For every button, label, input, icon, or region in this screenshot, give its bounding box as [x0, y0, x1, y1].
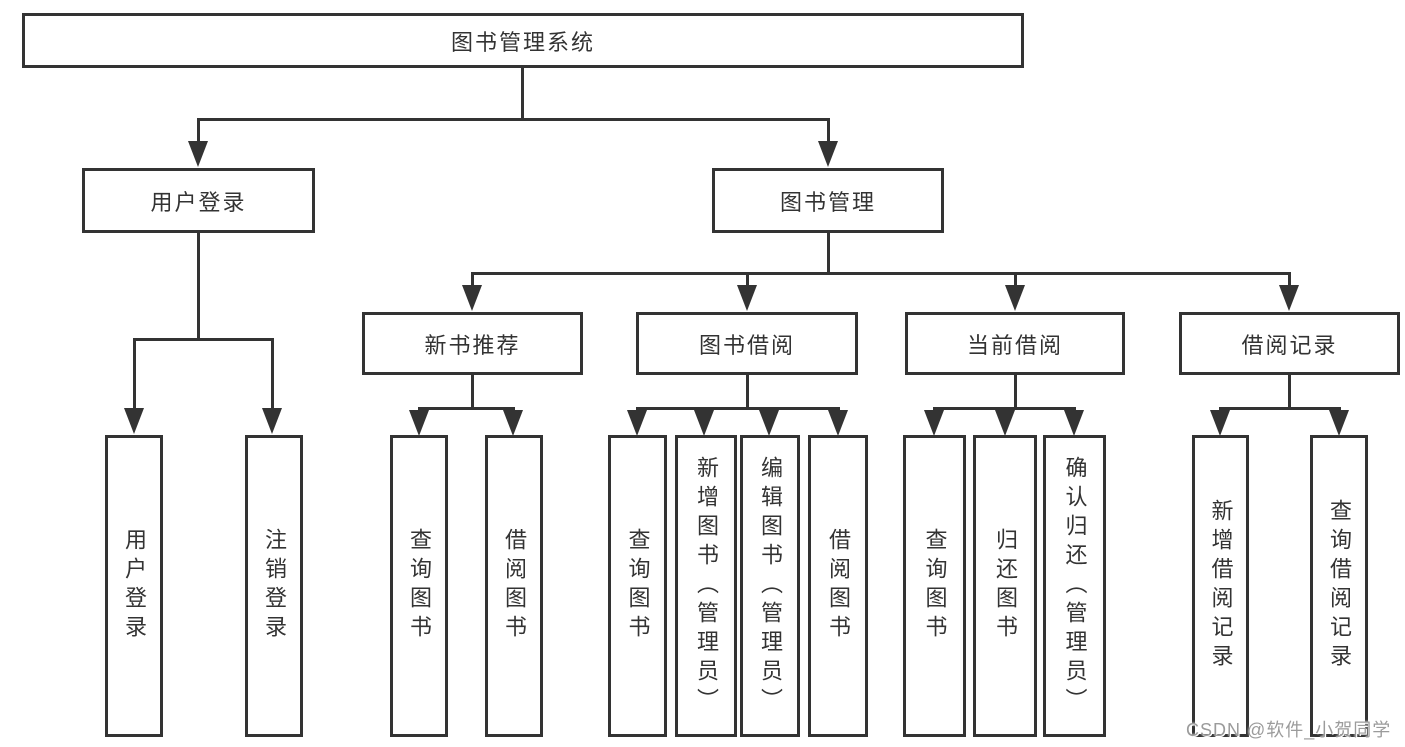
connector-line — [521, 68, 524, 120]
connector-arrow — [503, 410, 523, 436]
connector-arrow — [995, 410, 1015, 436]
connector-line — [1288, 375, 1291, 409]
connector-line — [746, 375, 749, 409]
connector-arrow — [462, 285, 482, 311]
connector-line — [1288, 272, 1291, 287]
node-query-book-recommend: 查询图书 — [390, 435, 448, 737]
connector-arrow — [828, 410, 848, 436]
connector-arrow — [1210, 410, 1230, 436]
connector-line — [271, 338, 274, 410]
connector-line — [1014, 272, 1017, 287]
node-return-book: 归还图书 — [973, 435, 1037, 737]
node-add-borrow-record: 新增借阅记录 — [1192, 435, 1249, 737]
connector-line — [746, 272, 749, 287]
connector-arrow — [759, 410, 779, 436]
connector-line — [197, 118, 200, 146]
node-logout: 注销登录 — [245, 435, 303, 737]
node-user-login-leaf: 用户登录 — [105, 435, 163, 737]
node-edit-book-admin: 编辑图书（管理员） — [740, 435, 800, 737]
node-book-management: 图书管理 — [712, 168, 944, 233]
connector-line — [1219, 407, 1341, 410]
connector-arrow — [188, 141, 208, 167]
node-borrow-book-recommend: 借阅图书 — [485, 435, 543, 737]
connector-line — [1014, 375, 1017, 409]
csdn-watermark: CSDN @软件_小贺同学 — [1186, 720, 1392, 740]
node-confirm-return-admin: 确认归还（管理员） — [1043, 435, 1106, 737]
node-root: 图书管理系统 — [22, 13, 1024, 68]
connector-line — [471, 272, 474, 287]
connector-line — [197, 118, 830, 121]
connector-arrow — [124, 408, 144, 434]
node-query-borrow-record: 查询借阅记录 — [1310, 435, 1368, 737]
connector-line — [636, 407, 840, 410]
connector-arrow — [1064, 410, 1084, 436]
node-borrow-book: 借阅图书 — [808, 435, 868, 737]
node-user-login: 用户登录 — [82, 168, 315, 233]
connector-line — [827, 118, 830, 146]
connector-line — [133, 338, 274, 341]
node-query-book-current: 查询图书 — [903, 435, 966, 737]
connector-arrow — [409, 410, 429, 436]
connector-line — [471, 375, 474, 409]
connector-arrow — [1329, 410, 1349, 436]
connector-arrow — [924, 410, 944, 436]
node-add-book-admin: 新增图书（管理员） — [675, 435, 737, 737]
connector-line — [133, 338, 136, 410]
node-new-book-recommend: 新书推荐 — [362, 312, 583, 375]
connector-arrow — [627, 410, 647, 436]
connector-line — [471, 272, 1291, 275]
node-borrow-record: 借阅记录 — [1179, 312, 1400, 375]
connector-arrow — [1279, 285, 1299, 311]
connector-arrow — [737, 285, 757, 311]
connector-arrow — [262, 408, 282, 434]
connector-line — [197, 233, 200, 340]
node-query-book-borrow: 查询图书 — [608, 435, 667, 737]
connector-arrow — [694, 410, 714, 436]
connector-arrow — [1005, 285, 1025, 311]
connector-arrow — [818, 141, 838, 167]
node-book-borrow: 图书借阅 — [636, 312, 858, 375]
connector-line — [827, 233, 830, 274]
connector-line — [418, 407, 515, 410]
node-current-borrow: 当前借阅 — [905, 312, 1125, 375]
